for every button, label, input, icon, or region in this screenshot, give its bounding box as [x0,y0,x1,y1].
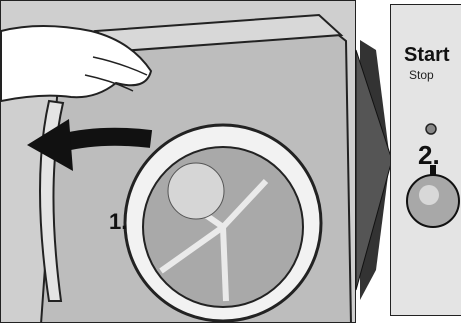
stop-button-label: Stop [409,68,434,82]
indicator-light-icon [426,124,436,134]
step-two-label: 2. [418,140,440,171]
start-button-label[interactable]: Start [404,44,450,67]
